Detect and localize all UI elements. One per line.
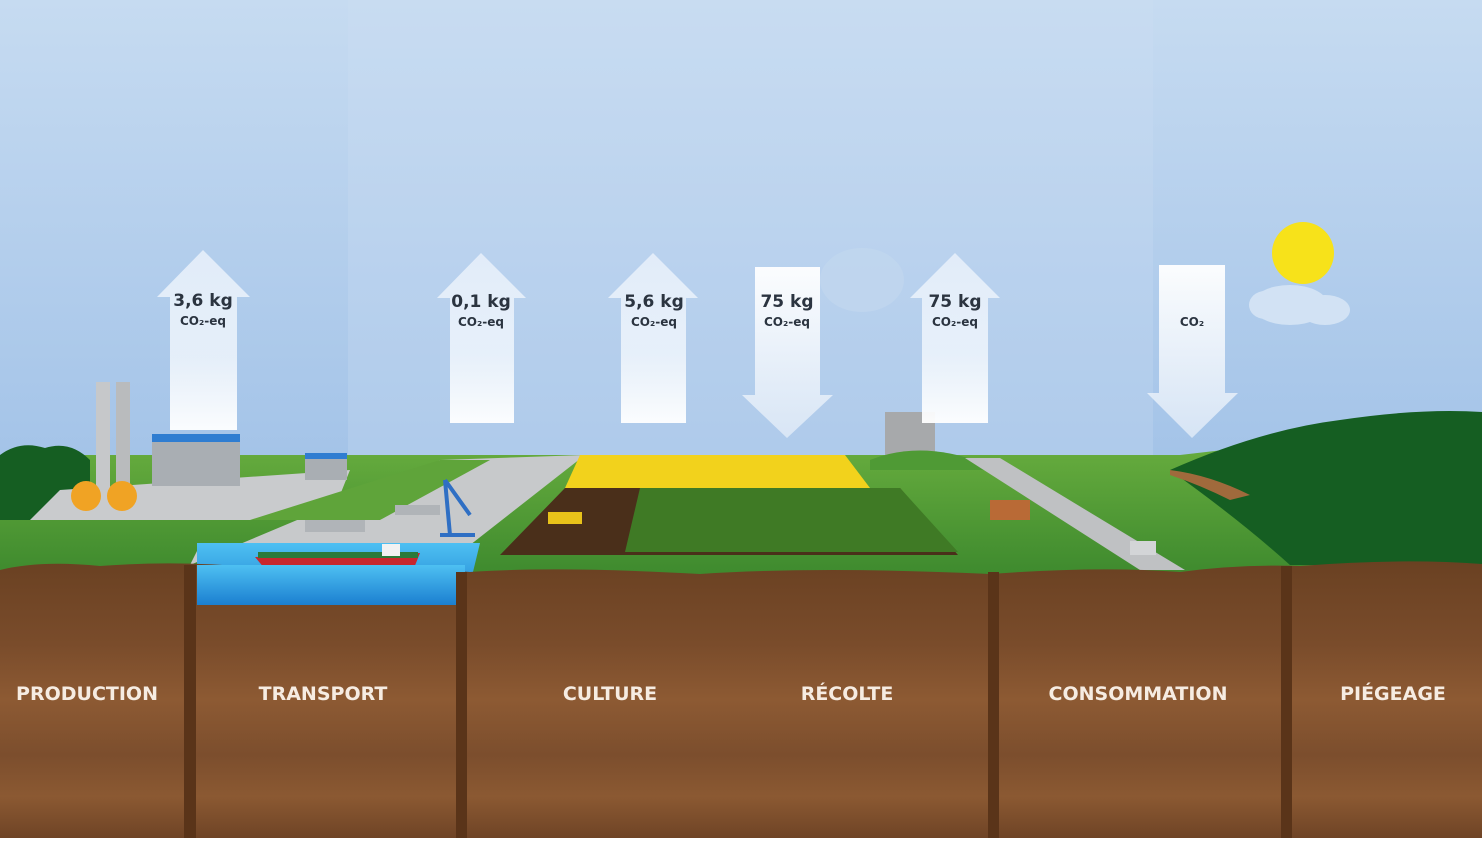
cloud-icon bbox=[820, 248, 904, 312]
sun-icon bbox=[1272, 222, 1334, 284]
soil-layer bbox=[0, 561, 1482, 838]
factory bbox=[30, 382, 350, 520]
arrow-unit: CO₂-eq bbox=[932, 315, 978, 329]
arrow-value: 3,6 kg bbox=[173, 291, 233, 311]
section-dividers bbox=[184, 565, 1292, 838]
stage-label-consommation: CONSOMMATION bbox=[1049, 683, 1228, 705]
emission-arrow: 0,1 kg CO₂-eq bbox=[437, 253, 526, 423]
absorption-arrow: 75 kg CO₂-eq bbox=[742, 267, 833, 438]
arrow-value: 0,1 kg bbox=[451, 292, 511, 312]
stage-label-recolte: RÉCOLTE bbox=[801, 682, 894, 705]
arrow-value: 75 kg bbox=[928, 292, 981, 312]
stage-label-piegeage: PIÉGEAGE bbox=[1340, 682, 1446, 705]
cloud-icon bbox=[1249, 285, 1350, 325]
town bbox=[870, 412, 1185, 570]
arrow-unit: CO₂-eq bbox=[631, 315, 677, 329]
stage-label-transport: TRANSPORT bbox=[259, 683, 388, 705]
arrow-unit: CO₂-eq bbox=[458, 315, 504, 329]
dirt-patch bbox=[1170, 470, 1250, 500]
crop-field bbox=[500, 455, 958, 555]
arrow-unit: CO₂-eq bbox=[180, 314, 226, 328]
arrow-value: 5,6 kg bbox=[624, 292, 684, 312]
stage-label-culture: CULTURE bbox=[563, 683, 657, 705]
arrow-value: 75 kg bbox=[760, 292, 813, 312]
water-cutaway bbox=[197, 565, 465, 605]
stage-label-production: PRODUCTION bbox=[16, 683, 158, 705]
arrow-unit: CO₂ bbox=[1180, 315, 1204, 329]
sky bbox=[0, 0, 1482, 470]
absorption-arrow: CO₂ bbox=[1147, 265, 1238, 438]
emission-arrow: 5,6 kg CO₂-eq bbox=[608, 253, 698, 423]
emission-arrow: 3,6 kg CO₂-eq bbox=[157, 250, 250, 430]
arrow-unit: CO₂-eq bbox=[764, 315, 810, 329]
emission-arrow: 75 kg CO₂-eq bbox=[910, 253, 1000, 423]
